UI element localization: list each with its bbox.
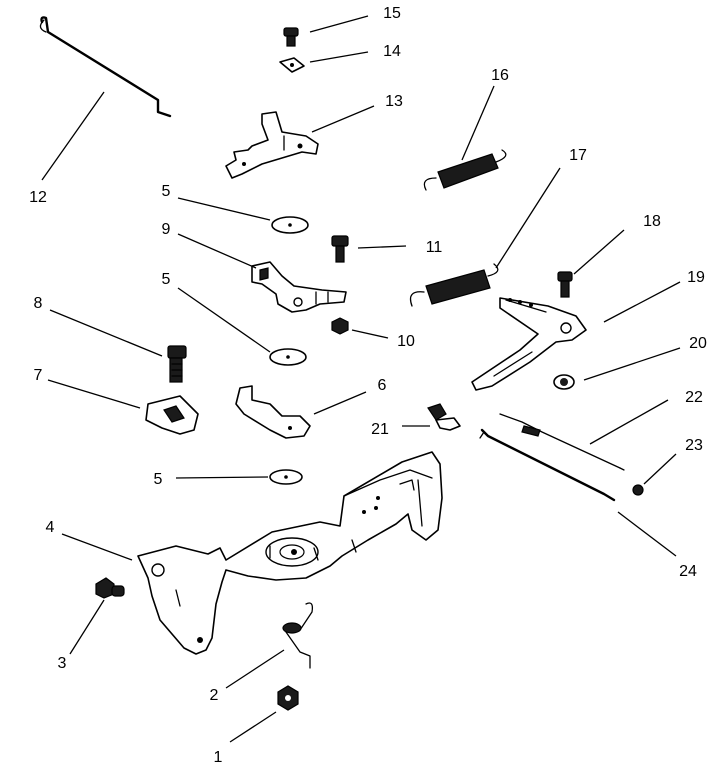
callout-5-top: 5 xyxy=(162,183,171,200)
part-3-fitting xyxy=(95,577,125,599)
part-4-main-bracket xyxy=(137,451,443,655)
part-19-control-lever xyxy=(471,297,587,391)
callout-12: 12 xyxy=(29,189,47,206)
callout-15: 15 xyxy=(383,5,401,22)
part-24-rod xyxy=(479,428,616,502)
callout-16: 16 xyxy=(491,67,509,84)
callout-23: 23 xyxy=(685,437,703,454)
part-16-spring xyxy=(423,149,507,191)
callout-21: 21 xyxy=(371,421,389,438)
callout-9: 9 xyxy=(162,221,171,238)
part-15-screw xyxy=(283,27,299,47)
part-6-throttle-plate xyxy=(235,385,311,439)
part-8-stud-bolt xyxy=(167,345,187,383)
callout-numbers: 1 2 3 4 5 5 5 6 7 8 9 10 11 12 13 14 15 … xyxy=(29,5,707,766)
callout-14: 14 xyxy=(383,43,401,60)
part-9-lever-arm xyxy=(251,261,347,313)
callout-24: 24 xyxy=(679,563,697,580)
part-11-bolt xyxy=(331,235,349,263)
callout-10: 10 xyxy=(397,333,415,350)
callout-2: 2 xyxy=(210,687,219,704)
part-22-wire-rod xyxy=(499,413,625,471)
callout-20: 20 xyxy=(689,335,707,352)
callout-3: 3 xyxy=(58,655,67,672)
callout-5-middle: 5 xyxy=(162,271,171,288)
part-7-clip xyxy=(145,395,199,435)
part-1-nut xyxy=(277,685,299,711)
callout-5-bottom: 5 xyxy=(154,471,163,488)
callout-6: 6 xyxy=(378,377,387,394)
part-5-washer-top xyxy=(271,216,309,234)
callout-7: 7 xyxy=(34,367,43,384)
part-5-washer-bottom xyxy=(269,469,303,485)
callout-4: 4 xyxy=(46,519,55,536)
callout-18: 18 xyxy=(643,213,661,230)
callout-1: 1 xyxy=(214,749,223,766)
part-12-link-rod xyxy=(39,16,172,118)
part-23-small-nut xyxy=(632,484,644,496)
callout-11: 11 xyxy=(426,239,443,256)
part-2-spring-clip xyxy=(282,602,314,669)
part-17-spring xyxy=(409,263,499,307)
part-20-nut xyxy=(553,374,575,390)
callout-19: 19 xyxy=(687,269,705,286)
callout-8: 8 xyxy=(34,295,43,312)
part-5-washer-middle xyxy=(269,348,307,366)
part-18-screw xyxy=(557,271,573,298)
part-21-clamp xyxy=(427,403,461,431)
callout-22: 22 xyxy=(685,389,703,406)
part-10-nut xyxy=(331,317,349,335)
callout-17: 17 xyxy=(569,147,587,164)
part-13-bracket-lever xyxy=(225,111,319,179)
part-14-washer xyxy=(279,57,305,73)
leader-lines xyxy=(41,15,681,743)
callout-13: 13 xyxy=(385,93,403,110)
